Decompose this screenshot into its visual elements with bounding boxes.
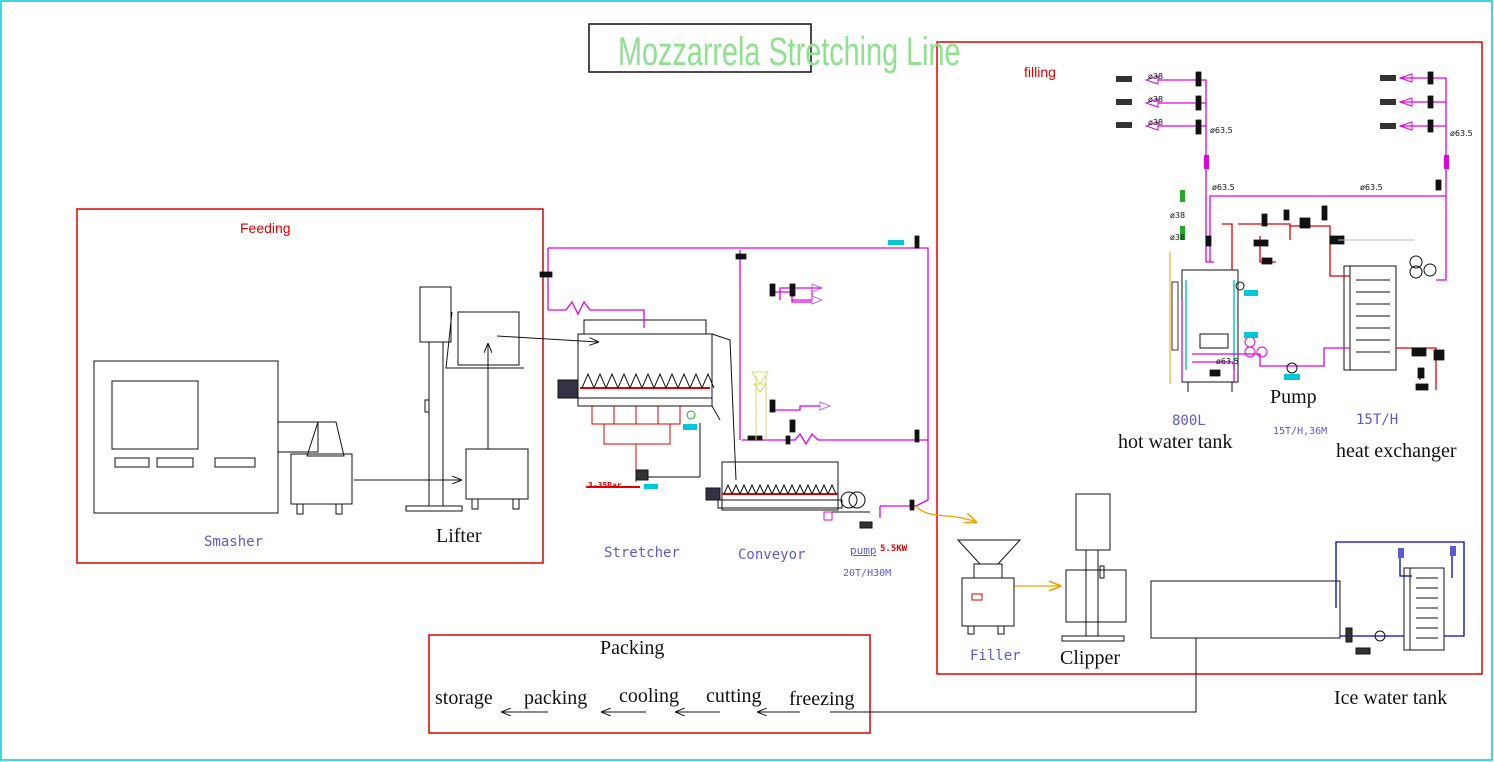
pipe-label-d38-1: ø38 <box>1148 72 1164 81</box>
pipe-label-d635-1: ø63.5 <box>1210 126 1233 135</box>
pipe-label-d38-2: ø38 <box>1148 95 1164 104</box>
conveyor-machine <box>705 461 873 529</box>
title-box <box>588 23 812 73</box>
filler-machine <box>956 539 1022 635</box>
smasher-machine <box>93 360 461 515</box>
pump-small-spec: 20T/H30M <box>843 568 892 579</box>
page-title: Mozzarrela Stretching Line <box>618 30 961 74</box>
inlet-arrows <box>1144 73 1413 131</box>
product-flow-to-filler <box>915 505 976 522</box>
steam-valves-left <box>539 235 920 511</box>
feeding-label: Feeding <box>240 220 291 236</box>
filler-label: Filler <box>970 648 1021 664</box>
lifter-machine <box>405 286 598 512</box>
clipper-label: Clipper <box>1060 647 1120 669</box>
hx-spec: 15T/H <box>1356 412 1399 428</box>
lifter-label: Lifter <box>436 525 482 547</box>
step-cutting: cutting <box>706 685 762 707</box>
filling-section <box>936 41 1483 675</box>
stretcher-screw <box>580 372 715 390</box>
plate-heat-exchanger <box>1343 255 1437 371</box>
smasher-label: Smasher <box>204 534 264 550</box>
step-cooling: cooling <box>619 685 679 707</box>
pipe-label-d38-5: ø38 <box>1170 233 1186 242</box>
inlet-flanges <box>1116 75 1396 129</box>
pipe-label-d635-4: ø63.5 <box>1360 183 1383 192</box>
ice-water-tank <box>830 580 1341 713</box>
tank-gauges <box>1199 281 1268 358</box>
step-packing: packing <box>524 687 588 709</box>
pipe-label-d38-3: ø38 <box>1148 118 1164 127</box>
stretcher-heating-pipes <box>586 406 681 488</box>
pipe-label-d635-2: ø63.5 <box>1450 129 1473 138</box>
hot-water-valves <box>1180 71 1449 391</box>
packing-section <box>428 634 871 734</box>
packing-label: Packing <box>600 637 665 659</box>
pump-spec: 15T/H,36M <box>1273 426 1328 437</box>
step-storage: storage <box>435 687 493 709</box>
step-freezing: freezing <box>789 688 855 710</box>
tank-volume-label: 800L <box>1172 413 1206 429</box>
hot-water-red-pipes <box>1222 223 1437 390</box>
pump-label: Pump <box>1270 386 1317 408</box>
steam-pipe-network <box>547 247 929 518</box>
pipe-label-d635-3: ø63.5 <box>1212 183 1235 192</box>
clipper-machine <box>1061 493 1127 642</box>
steam-outlets-left <box>811 283 832 411</box>
heat-exchanger-label: heat exchanger <box>1336 440 1457 462</box>
pipe-label-d38-4: ø38 <box>1170 211 1186 220</box>
pump-symbol <box>1284 362 1300 380</box>
pipe-label-d635-5: ø63.5 <box>1216 357 1239 366</box>
stretcher-machine <box>557 319 737 481</box>
filling-label: filling <box>1024 64 1056 80</box>
ice-water-exchanger <box>1345 546 1456 655</box>
ice-water-tank-label: Ice water tank <box>1334 687 1448 709</box>
yellow-valves <box>751 371 769 440</box>
conveyor-label: Conveyor <box>738 547 806 563</box>
hot-water-tank-label: hot water tank <box>1118 431 1233 453</box>
pump-small-label: pump <box>850 544 877 557</box>
stretcher-label: Stretcher <box>604 545 680 561</box>
stretcher-drain <box>635 410 701 489</box>
feeding-section <box>76 208 544 564</box>
pump-small-power: 5.5KW <box>880 544 908 554</box>
hot-water-tank-jacket <box>1185 280 1235 370</box>
stretcher-pressure-note: 3-35Bar <box>588 481 622 490</box>
